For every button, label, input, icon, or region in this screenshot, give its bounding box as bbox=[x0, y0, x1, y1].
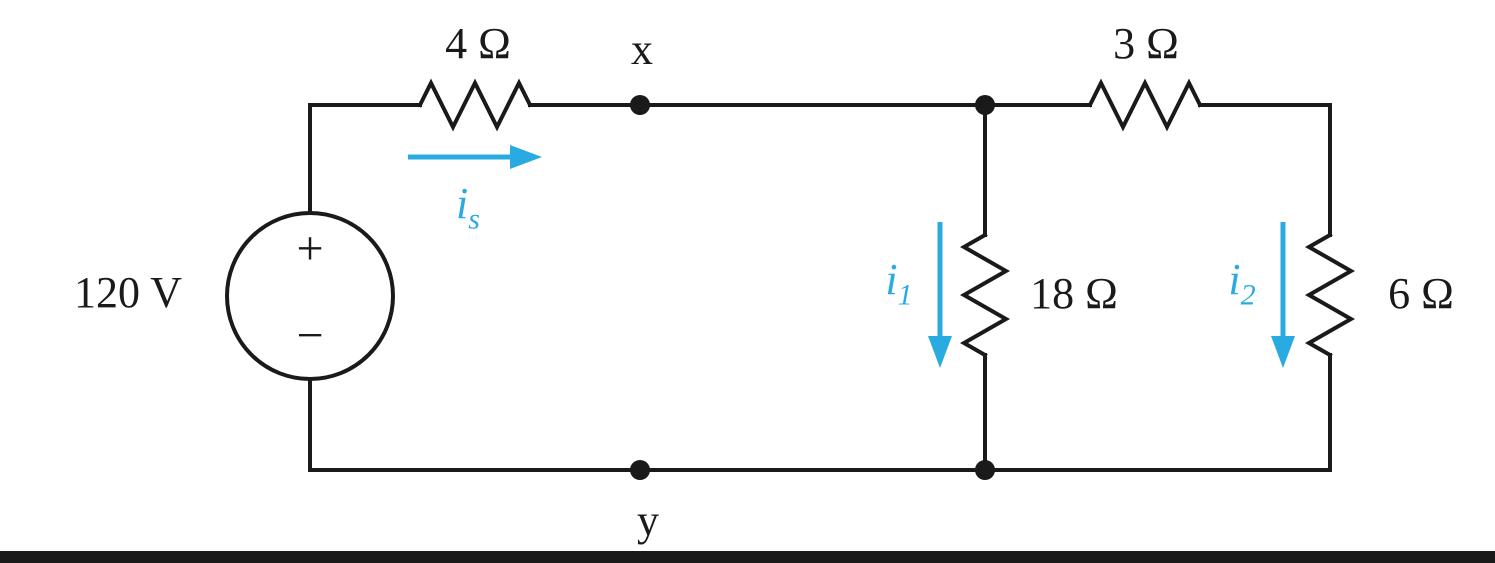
node-dot-x bbox=[630, 95, 650, 115]
current-i2-arrowhead bbox=[1271, 336, 1295, 368]
current-i1-base: i bbox=[885, 255, 898, 304]
current-is-label: is bbox=[456, 179, 480, 235]
current-i1-arrowhead bbox=[928, 336, 952, 368]
current-i2-sub: 2 bbox=[1240, 278, 1256, 312]
current-is-base: i bbox=[456, 179, 469, 228]
current-i2-base: i bbox=[1228, 255, 1241, 304]
node-dot-group bbox=[630, 95, 995, 480]
wire-group bbox=[225, 78, 1356, 472]
current-is-sub: s bbox=[468, 202, 480, 236]
current-arrow-group bbox=[408, 145, 1295, 368]
resistor-4ohm-label: 4 Ω bbox=[445, 19, 511, 68]
wire-bottom-left bbox=[308, 377, 642, 472]
source-plus-sign: + bbox=[296, 222, 324, 275]
resistor-18ohm bbox=[959, 232, 1011, 358]
node-x-label: x bbox=[631, 25, 653, 74]
resistor-4ohm bbox=[417, 78, 533, 132]
source-voltage-label: 120 V bbox=[74, 268, 182, 317]
resistor-6ohm bbox=[1304, 232, 1356, 358]
resistor-6ohm-label: 6 Ω bbox=[1388, 269, 1454, 318]
resistor-3ohm-label: 3 Ω bbox=[1113, 19, 1179, 68]
node-dot-top-middle bbox=[975, 95, 995, 115]
node-dot-bottom-middle bbox=[975, 460, 995, 480]
resistor-3ohm bbox=[1087, 78, 1203, 132]
current-i1-sub: 1 bbox=[897, 278, 913, 312]
wire-top-right bbox=[1198, 103, 1332, 237]
current-i2-label: i2 bbox=[1228, 255, 1255, 311]
wire-top-left bbox=[308, 103, 422, 215]
resistor-18ohm-label: 18 Ω bbox=[1030, 269, 1118, 318]
current-is-arrowhead bbox=[510, 145, 542, 169]
current-i1-label: i1 bbox=[885, 255, 912, 311]
node-dot-y bbox=[630, 460, 650, 480]
node-y-label: y bbox=[637, 496, 659, 545]
page-rule bbox=[0, 551, 1495, 563]
source-minus-sign: − bbox=[296, 309, 324, 362]
